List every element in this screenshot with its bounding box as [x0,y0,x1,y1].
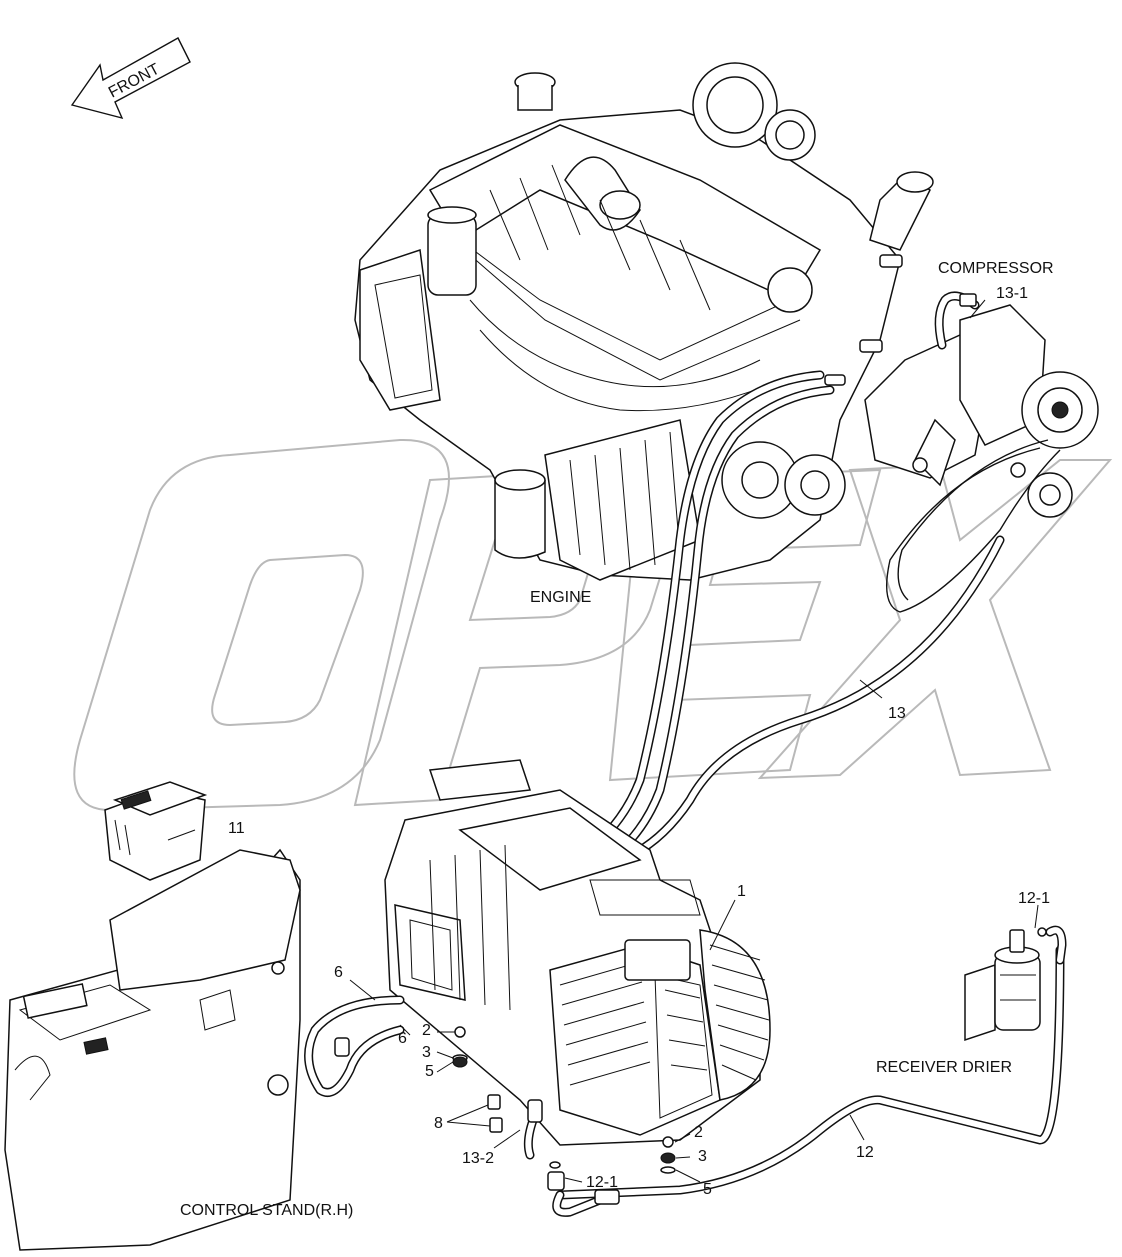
callout-2-right: 2 [694,1124,703,1141]
hose-12 [547,945,1065,1217]
hose-13 [615,535,1005,865]
callout-5-left: 5 [425,1063,434,1080]
engine-label: ENGINE [530,589,591,606]
callout-5-right: 5 [703,1181,712,1198]
receiver-drier [964,925,1067,1042]
compressor-assembly [864,304,1099,613]
callout-11: 11 [228,820,245,837]
callout-3-right: 3 [698,1148,707,1165]
compressor-label: COMPRESSOR [938,260,1054,277]
engine-assembly [354,62,934,581]
control-stand-label: CONTROL STAND(R.H) [180,1202,353,1219]
front-direction-arrow: FRONT [70,37,191,120]
hose-13-1 [934,291,980,350]
receiver-drier-label: RECEIVER DRIER [876,1059,1012,1076]
callout-13: 13 [888,705,906,722]
hose-6 [304,995,405,1097]
engine-heater-hoses [585,370,835,860]
heater-unit [384,759,771,1146]
callout-8: 8 [434,1115,443,1132]
callout-12-1-bottom: 12-1 [586,1174,618,1191]
leader-lines [167,299,1039,1183]
callout-13-1: 13-1 [996,285,1028,302]
callout-6-bottom: 6 [398,1030,407,1047]
callout-6-top: 6 [334,964,343,981]
callout-13-2: 13-2 [462,1150,494,1167]
callout-3-left: 3 [422,1044,431,1061]
callout-2-left: 2 [422,1022,431,1039]
control-stand [4,848,301,1251]
callout-12: 12 [856,1144,874,1161]
callout-1: 1 [737,883,746,900]
fittings-lower [452,1026,676,1174]
callout-12-1-top: 12-1 [1018,890,1050,907]
control-panel [104,781,208,881]
